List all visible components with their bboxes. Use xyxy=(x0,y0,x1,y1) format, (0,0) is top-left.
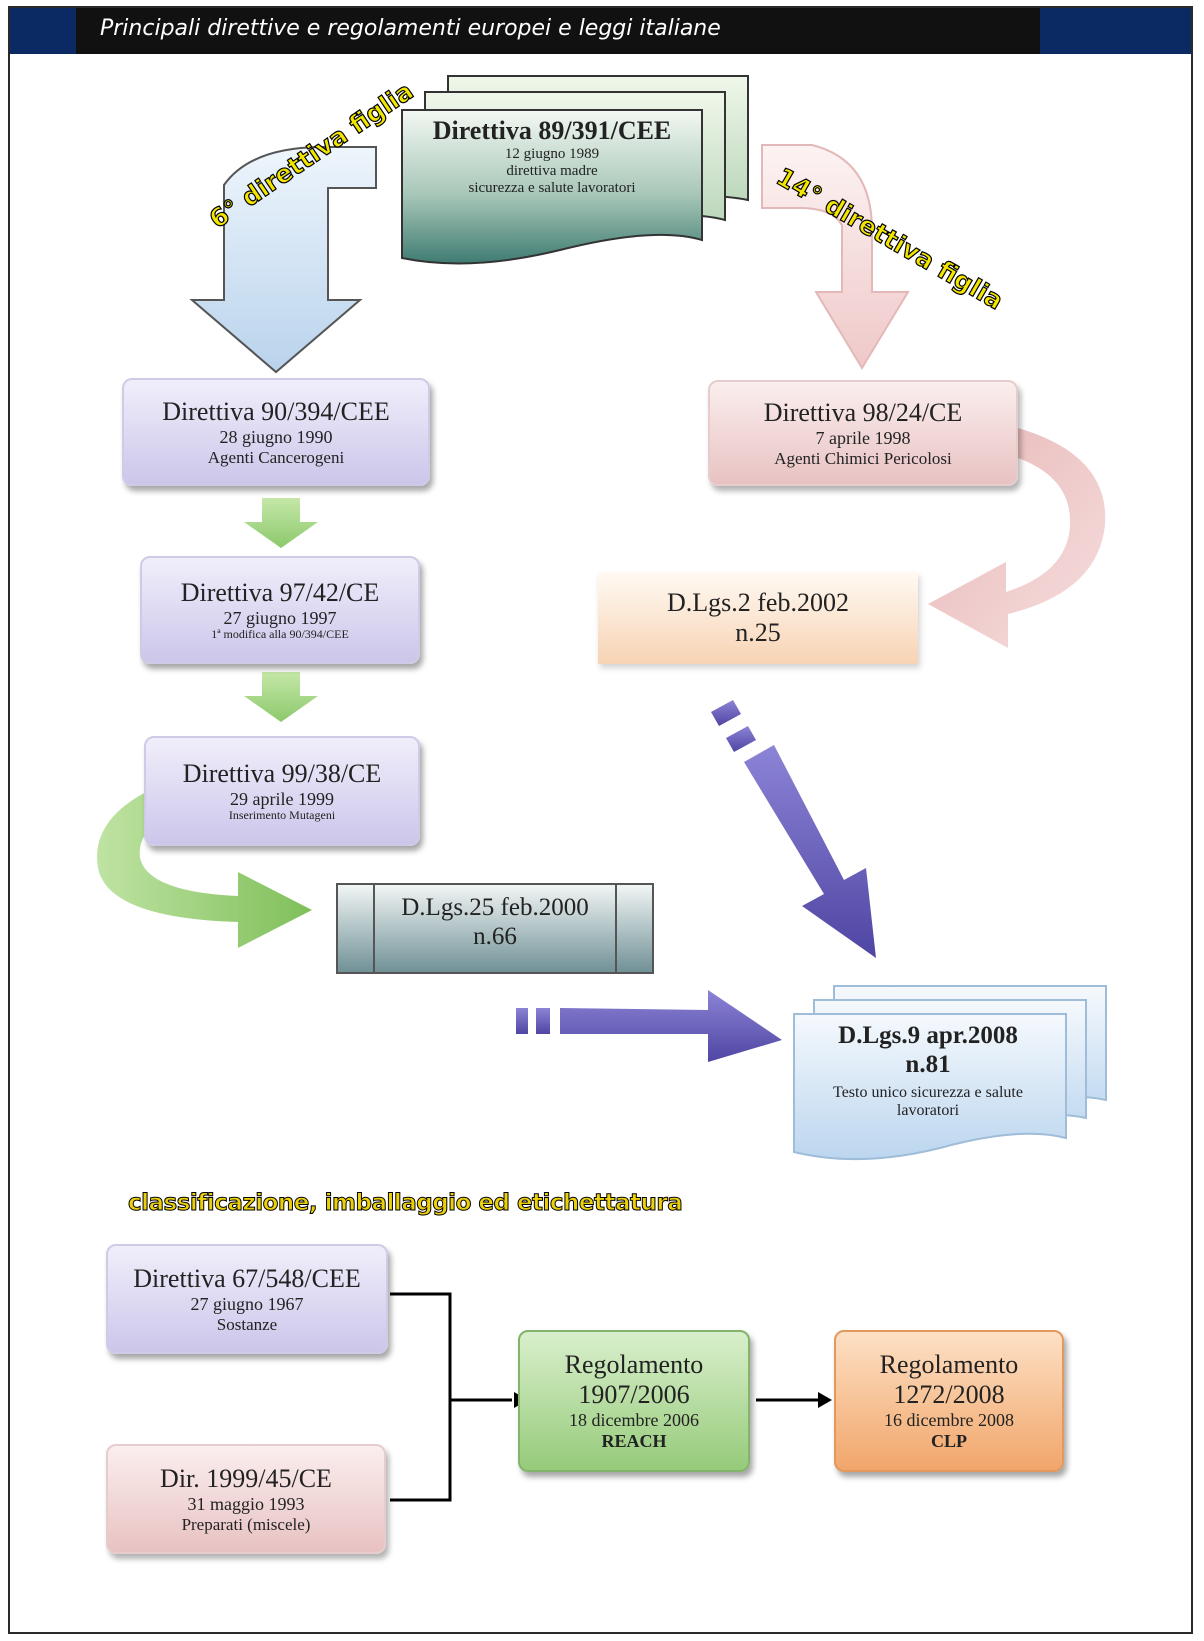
directive-90-394-box: Direttiva 90/394/CEE 28 giugno 1990 Agen… xyxy=(122,378,430,486)
clp-regulation-box: Regolamento 1272/2008 16 dicembre 2008 C… xyxy=(834,1330,1064,1472)
directive-98-24-box: Direttiva 98/24/CE 7 aprile 1998 Agenti … xyxy=(708,380,1018,486)
directive-97-42-box: Direttiva 97/42/CE 27 giugno 1997 1ª mod… xyxy=(140,556,420,664)
directive-99-38-desc: Inserimento Mutageni xyxy=(228,808,336,823)
mother-directive: Direttiva 89/391/CEE 12 giugno 1989 dire… xyxy=(402,116,702,198)
directive-98-24-desc: Agenti Chimici Pericolosi xyxy=(774,448,952,468)
green-curved-arrow xyxy=(97,790,312,948)
directive-67-548-desc: Sostanze xyxy=(216,1314,278,1334)
directive-99-38-box: Direttiva 99/38/CE 29 aprile 1999 Inseri… xyxy=(144,736,420,846)
mother-directive-line1: direttiva madre xyxy=(506,163,598,180)
cil-connectors xyxy=(390,1292,818,1502)
directive-97-42-title: Direttiva 97/42/CE xyxy=(180,577,380,607)
green-down-arrow-1 xyxy=(244,498,318,548)
directive-1999-45-date: 31 maggio 1993 xyxy=(187,1493,305,1514)
directive-97-42-desc: 1ª modifica alla 90/394/CEE xyxy=(211,627,349,642)
green-down-arrow-2 xyxy=(244,672,318,722)
mother-directive-line2: sicurezza e salute lavoratori xyxy=(468,180,636,197)
dlgs-2000-box-bg xyxy=(336,883,654,974)
testo-unico-desc: Testo unico sicurezza e salute lavorator… xyxy=(833,1083,1023,1119)
directive-67-548-date: 27 giugno 1967 xyxy=(190,1293,304,1314)
mother-directive-title: Direttiva 89/391/CEE xyxy=(432,116,672,145)
cil-section-title: classificazione, imballaggio ed etichett… xyxy=(127,1190,683,1217)
header-accent-left xyxy=(8,6,76,54)
directive-98-24-date: 7 aprile 1998 xyxy=(815,427,911,448)
testo-unico-line1: D.Lgs.9 apr.2008 xyxy=(838,1022,1018,1049)
directive-99-38-date: 29 aprile 1999 xyxy=(230,788,334,809)
directive-98-24-title: Direttiva 98/24/CE xyxy=(763,397,963,427)
dlgs-2000: D.Lgs.25 feb.2000 n.66 xyxy=(374,894,616,952)
directive-1999-45-title: Dir. 1999/45/CE xyxy=(160,1463,332,1493)
directive-90-394-date: 28 giugno 1990 xyxy=(219,426,333,447)
reach-regulation-box: Regolamento 1907/2006 18 dicembre 2006 R… xyxy=(518,1330,750,1472)
header-accent-right xyxy=(1040,6,1193,54)
page-frame xyxy=(8,6,1193,1634)
violet-horizontal-arrow xyxy=(516,990,782,1062)
directive-67-548-box: Direttiva 67/548/CEE 27 giugno 1967 Sost… xyxy=(106,1244,388,1354)
directive-99-38-title: Direttiva 99/38/CE xyxy=(182,758,382,788)
clp-date: 16 dicembre 2008 xyxy=(884,1410,1014,1431)
mother-page-front xyxy=(401,109,703,265)
mother-directive-date: 12 giugno 1989 xyxy=(504,145,600,162)
dlgs-2002-line1: D.Lgs.2 feb.2002 xyxy=(667,588,849,618)
violet-diagonal-arrow xyxy=(711,700,876,958)
reach-name: REACH xyxy=(601,1430,667,1451)
dlgs-2000-line2: n.66 xyxy=(473,922,517,950)
page-title: Principali direttive e regolamenti europ… xyxy=(100,16,721,41)
clp-line2: 1272/2008 xyxy=(893,1380,1005,1410)
clp-name: CLP xyxy=(931,1430,967,1451)
testo-unico-line2: n.81 xyxy=(905,1050,951,1078)
header-bar xyxy=(8,6,1193,54)
clp-line1: Regolamento xyxy=(879,1350,1019,1380)
directive-97-42-date: 27 giugno 1997 xyxy=(223,607,337,628)
pink-curved-arrow xyxy=(928,428,1106,648)
reach-date: 18 dicembre 2006 xyxy=(569,1410,699,1431)
arrowhead-to-clp xyxy=(818,1392,832,1408)
reach-line2: 1907/2006 xyxy=(578,1380,690,1410)
directive-1999-45-desc: Preparati (miscele) xyxy=(181,1514,311,1534)
blue-down-arrow xyxy=(189,146,377,374)
pink-down-arrow xyxy=(761,144,910,370)
directive-67-548-title: Direttiva 67/548/CEE xyxy=(133,1263,361,1293)
directive-1999-45-box: Dir. 1999/45/CE 31 maggio 1993 Preparati… xyxy=(106,1444,386,1554)
directive-90-394-title: Direttiva 90/394/CEE xyxy=(162,396,390,426)
reach-line1: Regolamento xyxy=(564,1350,704,1380)
dlgs-2000-line1: D.Lgs.25 feb.2000 xyxy=(401,894,589,921)
testo-unico-page-front xyxy=(793,1013,1067,1161)
dlgs-2002-line2: n.25 xyxy=(735,618,781,647)
directive-90-394-desc: Agenti Cancerogeni xyxy=(207,447,345,467)
dlgs-2002-box: D.Lgs.2 feb.2002 n.25 xyxy=(598,572,918,664)
testo-unico: D.Lgs.9 apr.2008 n.81 Testo unico sicure… xyxy=(800,1022,1056,1120)
